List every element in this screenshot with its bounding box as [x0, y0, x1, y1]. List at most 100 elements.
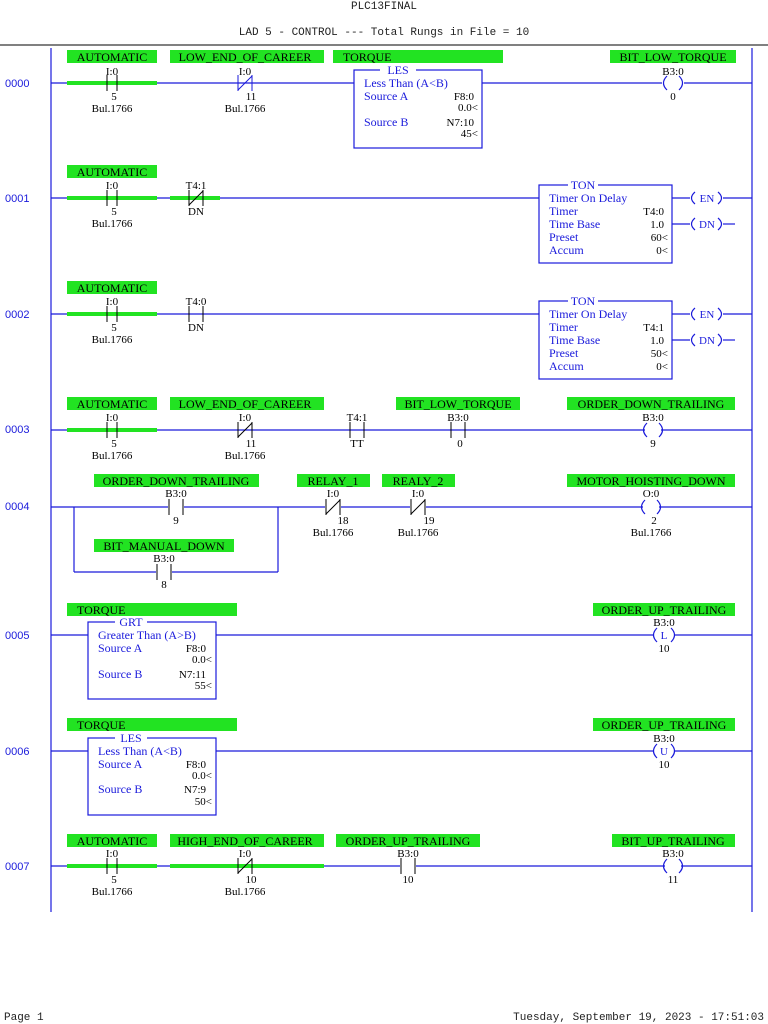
rung-0002[interactable]: AUTOMATIC I:0 5 Bul.1766 T4:0 DN TON Tim… — [51, 281, 752, 380]
timer-on-delay-block[interactable]: TON Timer On Delay Timer T4:0 Time Base … — [538, 178, 752, 264]
svg-text:10: 10 — [659, 759, 671, 771]
svg-text:ORDER_UP_TRAILING: ORDER_UP_TRAILING — [346, 834, 471, 848]
svg-text:I:0: I:0 — [106, 848, 119, 860]
svg-text:Source A: Source A — [98, 757, 143, 771]
svg-text:ORDER_DOWN_TRAILING: ORDER_DOWN_TRAILING — [103, 474, 250, 488]
svg-text:TORQUE: TORQUE — [343, 50, 391, 64]
svg-text:8: 8 — [161, 579, 167, 591]
examine-if-open-contact[interactable]: RELAY_1 I:0 18 Bul.1766 — [297, 474, 370, 539]
rung-number[interactable]: 0001 — [5, 193, 29, 205]
file-title: PLC13FINAL — [351, 1, 417, 13]
svg-text:I:0: I:0 — [106, 296, 119, 308]
svg-text:10: 10 — [659, 643, 671, 655]
svg-text:Source B: Source B — [364, 115, 408, 129]
svg-text:I:0: I:0 — [106, 66, 119, 78]
svg-text:9: 9 — [650, 438, 656, 450]
svg-text:Bul.1766: Bul.1766 — [631, 527, 672, 539]
svg-text:B3:0: B3:0 — [165, 488, 187, 500]
output-unlatch-coil[interactable]: ORDER_UP_TRAILING B3:0 U 10 — [593, 718, 735, 771]
svg-text:N7:10: N7:10 — [447, 117, 475, 129]
rung-0005[interactable]: TORQUE GRT Greater Than (A>B) Source A F… — [51, 603, 752, 700]
examine-if-open-contact[interactable]: REALY_2 I:0 19 Bul.1766 — [382, 474, 455, 539]
svg-text:T4:1: T4:1 — [347, 412, 368, 424]
svg-text:DN: DN — [699, 219, 715, 231]
examine-if-closed-contact[interactable]: AUTOMATIC I:0 5 Bul.1766 — [67, 50, 157, 115]
svg-text:Source B: Source B — [98, 782, 142, 796]
svg-text:TORQUE: TORQUE — [77, 718, 125, 732]
svg-text:AUTOMATIC: AUTOMATIC — [77, 281, 147, 295]
svg-text:B3:0: B3:0 — [642, 412, 664, 424]
examine-if-closed-contact[interactable]: T4:1 TT — [347, 412, 368, 450]
greater-than-block[interactable]: TORQUE GRT Greater Than (A>B) Source A F… — [67, 603, 237, 700]
rung-0000[interactable]: AUTOMATIC I:0 5 Bul.1766 LOW_END_OF_CARE… — [51, 50, 752, 149]
svg-text:B3:0: B3:0 — [662, 848, 684, 860]
rung-number[interactable]: 0000 — [5, 78, 29, 90]
rung-0001[interactable]: AUTOMATIC I:0 5 Bul.1766 T4:1 DN TON Tim… — [51, 165, 752, 264]
rung-0007[interactable]: AUTOMATIC I:0 5 Bul.1766 HIGH_END_OF_CAR… — [51, 834, 752, 898]
examine-if-closed-contact[interactable]: T4:0 DN — [186, 296, 207, 334]
examine-if-closed-contact[interactable]: BIT_MANUAL_DOWN B3:0 8 — [94, 539, 234, 591]
svg-text:10: 10 — [403, 874, 415, 886]
rung-0006[interactable]: TORQUE LES Less Than (A<B) Source A F8:0… — [51, 718, 752, 816]
examine-if-closed-contact[interactable]: AUTOMATIC I:0 5 Bul.1766 — [67, 397, 157, 462]
svg-text:MOTOR_HOISTING_DOWN: MOTOR_HOISTING_DOWN — [576, 474, 725, 488]
svg-text:Bul.1766: Bul.1766 — [313, 527, 354, 539]
svg-text:BIT_UP_TRAILING: BIT_UP_TRAILING — [621, 834, 725, 848]
examine-if-open-contact[interactable]: LOW_END_OF_CAREER I:0 11 Bul.1766 — [170, 397, 324, 462]
svg-text:Timer: Timer — [549, 204, 578, 218]
examine-if-closed-contact[interactable]: ORDER_DOWN_TRAILING B3:0 9 — [94, 474, 259, 527]
svg-text:10: 10 — [246, 874, 258, 886]
svg-text:BIT_LOW_TORQUE: BIT_LOW_TORQUE — [404, 397, 511, 411]
svg-text:Timer: Timer — [549, 320, 578, 334]
svg-text:Source B: Source B — [98, 667, 142, 681]
svg-text:F8:0: F8:0 — [186, 759, 207, 771]
svg-text:45<: 45< — [461, 128, 478, 140]
examine-if-closed-contact[interactable]: BIT_LOW_TORQUE B3:0 0 — [396, 397, 520, 450]
svg-text:HIGH_END_OF_CAREER: HIGH_END_OF_CAREER — [177, 834, 312, 848]
svg-text:LES: LES — [387, 63, 408, 77]
rung-number[interactable]: 0003 — [5, 424, 29, 436]
rung-number[interactable]: 0006 — [5, 746, 29, 758]
svg-text:I:0: I:0 — [239, 848, 252, 860]
svg-text:Less Than (A<B): Less Than (A<B) — [364, 76, 448, 90]
examine-if-closed-contact[interactable]: AUTOMATIC I:0 5 Bul.1766 — [67, 165, 157, 230]
svg-text:ORDER_DOWN_TRAILING: ORDER_DOWN_TRAILING — [578, 397, 725, 411]
svg-text:50<: 50< — [195, 796, 212, 808]
less-than-block[interactable]: TORQUE LES Less Than (A<B) Source A F8:0… — [67, 718, 237, 816]
examine-if-open-contact[interactable]: LOW_END_OF_CAREER I:0 11 Bul.1766 — [170, 50, 324, 115]
svg-text:0: 0 — [457, 438, 463, 450]
output-latch-coil[interactable]: ORDER_UP_TRAILING B3:0 L 10 — [593, 603, 735, 655]
svg-text:F8:0: F8:0 — [186, 643, 207, 655]
svg-text:11: 11 — [668, 874, 679, 886]
output-coil[interactable]: BIT_UP_TRAILING B3:0 11 — [612, 834, 735, 886]
svg-text:N7:11: N7:11 — [179, 669, 206, 681]
examine-if-open-contact[interactable]: HIGH_END_OF_CAREER I:0 10 Bul.1766 — [170, 834, 324, 898]
output-coil[interactable]: MOTOR_HOISTING_DOWN O:0 2 Bul.1766 — [567, 474, 735, 539]
output-coil[interactable]: ORDER_DOWN_TRAILING B3:0 9 — [567, 397, 735, 450]
svg-text:5: 5 — [111, 91, 117, 103]
svg-text:60<: 60< — [651, 232, 668, 244]
less-than-block[interactable]: TORQUE LES Less Than (A<B) Source A F8:0… — [333, 50, 503, 149]
svg-text:T4:0: T4:0 — [643, 206, 664, 218]
examine-if-open-contact[interactable]: T4:1 DN — [186, 180, 207, 218]
rung-number[interactable]: 0007 — [5, 861, 29, 873]
examine-if-closed-contact[interactable]: AUTOMATIC I:0 5 Bul.1766 — [67, 281, 157, 346]
svg-text:50<: 50< — [651, 348, 668, 360]
svg-text:BIT_LOW_TORQUE: BIT_LOW_TORQUE — [619, 50, 726, 64]
svg-text:Bul.1766: Bul.1766 — [92, 218, 133, 230]
examine-if-closed-contact[interactable]: AUTOMATIC I:0 5 Bul.1766 — [67, 834, 157, 898]
svg-text:DN: DN — [699, 335, 715, 347]
rung-0003[interactable]: AUTOMATIC I:0 5 Bul.1766 LOW_END_OF_CARE… — [51, 397, 752, 462]
examine-if-closed-contact[interactable]: ORDER_UP_TRAILING B3:0 10 — [336, 834, 480, 886]
svg-text:Preset: Preset — [549, 346, 579, 360]
timer-on-delay-block[interactable]: TON Timer On Delay Timer T4:1 Time Base … — [538, 294, 752, 380]
output-coil[interactable]: BIT_LOW_TORQUE B3:0 0 — [610, 50, 736, 103]
rung-number[interactable]: 0002 — [5, 309, 29, 321]
svg-text:Bul.1766: Bul.1766 — [92, 886, 133, 898]
rung-number[interactable]: 0004 — [5, 501, 29, 513]
rung-number[interactable]: 0005 — [5, 630, 29, 642]
svg-text:Bul.1766: Bul.1766 — [398, 527, 439, 539]
svg-text:0.0<: 0.0< — [192, 654, 212, 666]
rung-0004[interactable]: ORDER_DOWN_TRAILING B3:0 9 BIT_MANUAL_DO… — [51, 474, 752, 591]
svg-text:5: 5 — [111, 874, 117, 886]
